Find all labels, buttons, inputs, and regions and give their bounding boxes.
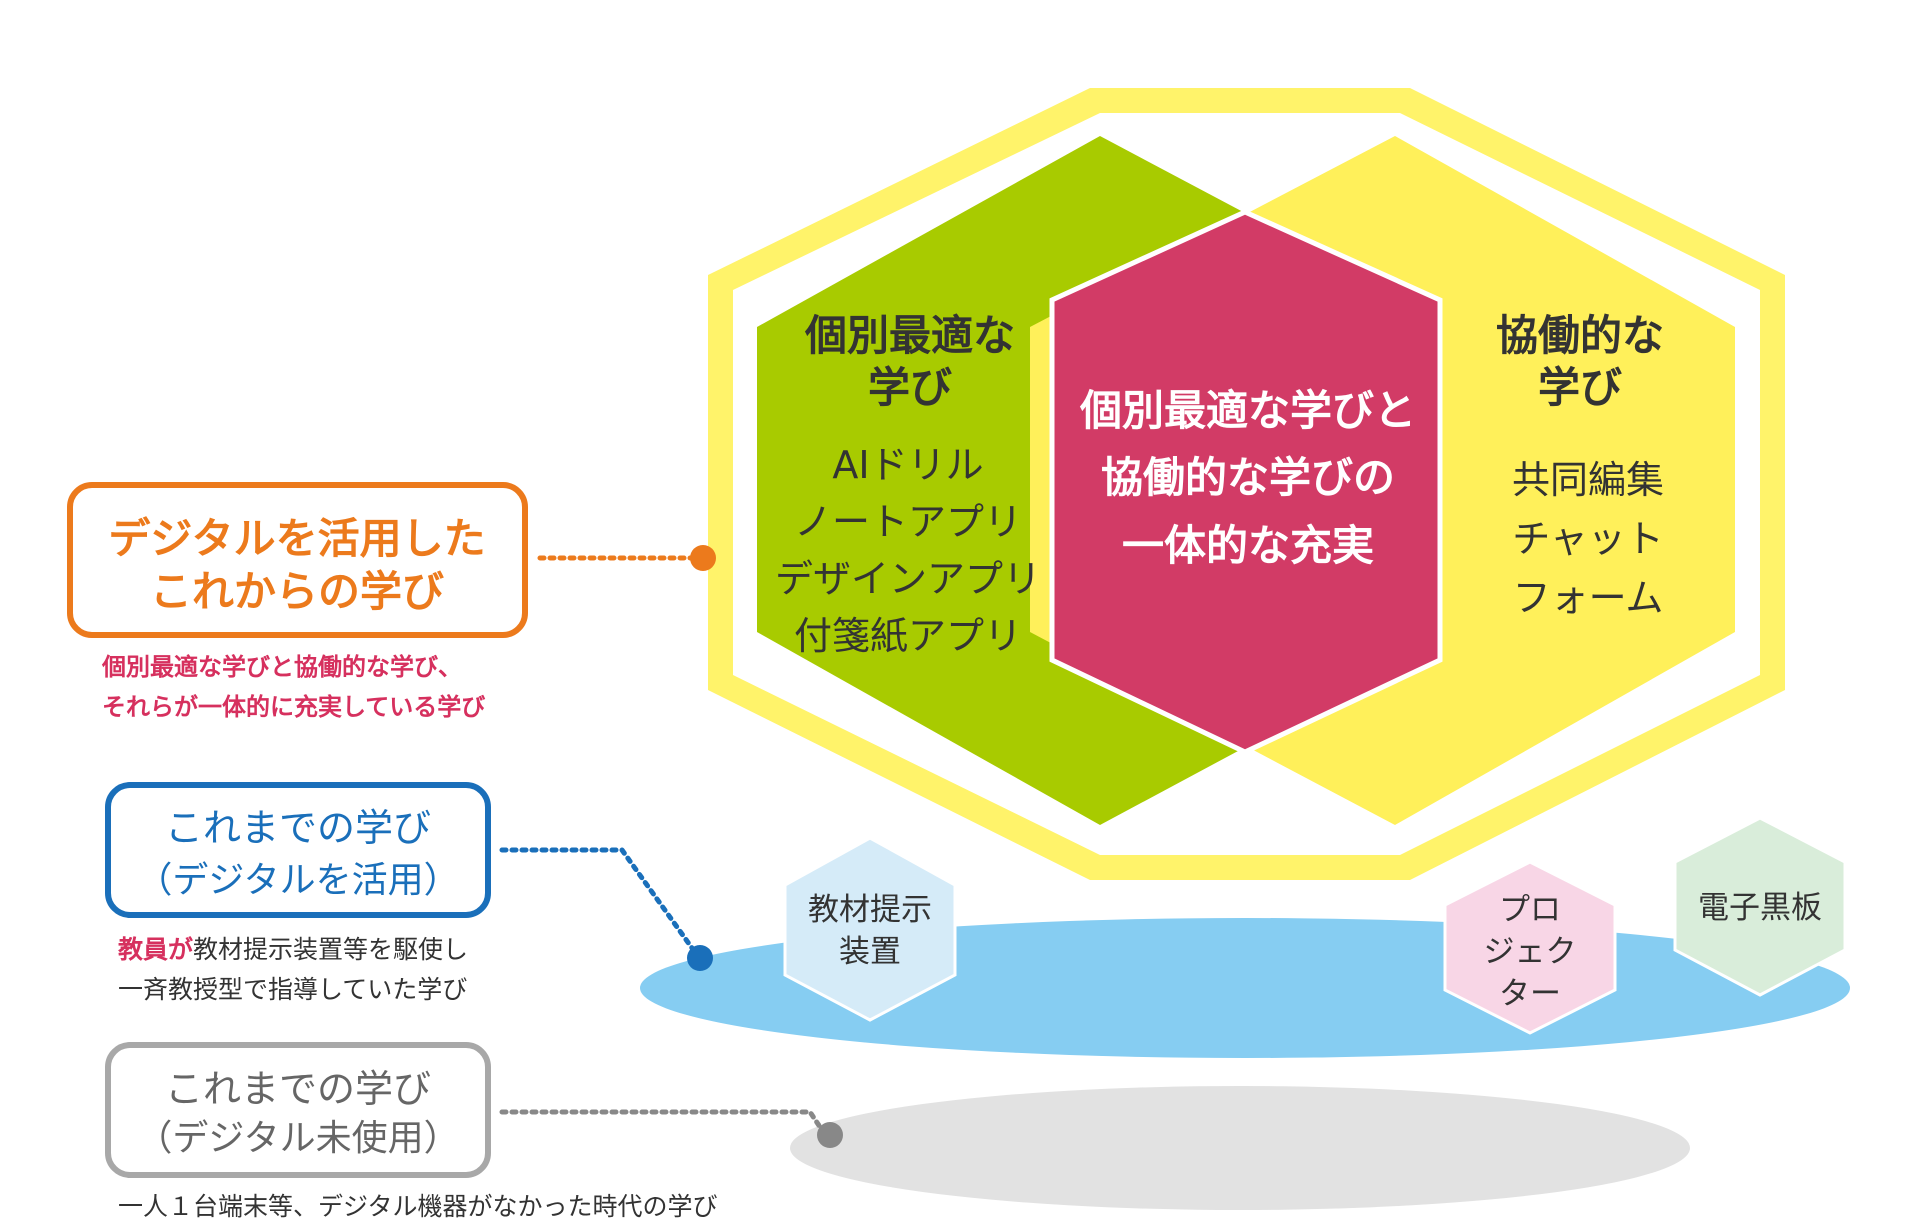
digital-desc-rest: 教材提示装置等を駆使し — [193, 935, 468, 964]
analog-learning-label-1: これまでの学び — [165, 1067, 431, 1111]
analog-learning-label-2: （デジタル未使用） — [136, 1118, 459, 1159]
projector-label-3: ター — [1499, 976, 1561, 1012]
digital-connector — [499, 847, 695, 951]
material-device-label-2: 装置 — [839, 934, 901, 970]
analog-learning-desc: 一人１台端末等、デジタル機器がなかった時代の学び — [118, 1192, 718, 1221]
individual-item-sticky-app: 付箋紙アプリ — [794, 614, 1022, 658]
digital-learning-label-1: これまでの学び — [165, 806, 431, 850]
integrated-learning-line-2: 協働的な学びの — [1101, 453, 1395, 502]
projector-label-1: プロ — [1499, 892, 1561, 928]
individual-item-design-app: デザインアプリ — [775, 557, 1041, 601]
material-device-label-1: 教材提示 — [808, 892, 932, 928]
integrated-learning-line-1: 個別最適な学びと — [1079, 386, 1416, 435]
blackboard-hexagon — [1673, 816, 1847, 997]
future-learning-label-2: これからの学び — [150, 567, 444, 616]
individual-learning-title-2: 学び — [868, 363, 952, 412]
collaborative-item-chat: チャット — [1512, 517, 1664, 561]
digital-desc-emphasis: 教員が — [118, 935, 193, 964]
individual-learning-title-1: 個別最適な — [804, 311, 1015, 360]
integrated-learning-line-3: 一体的な充実 — [1122, 521, 1374, 570]
digital-learning-desc-1: 教員が教材提示装置等を駆使し — [118, 935, 468, 964]
analog-learning-box — [105, 1042, 491, 1178]
future-learning-desc-1: 個別最適な学びと協働的な学び、 — [101, 653, 462, 681]
projector-label-2: ジェク — [1484, 934, 1577, 970]
future-connector-dot — [690, 545, 716, 571]
blackboard-label: 電子黒板 — [1698, 890, 1822, 926]
collaborative-learning-title-1: 協働的な — [1496, 311, 1664, 360]
analog-connector-dot — [817, 1122, 843, 1148]
digital-learning-desc-2: 一斉教授型で指導していた学び — [118, 975, 467, 1004]
material-device-hexagon — [783, 836, 957, 1022]
analog-connector — [499, 1109, 825, 1133]
analog-platform — [790, 1086, 1690, 1210]
individual-item-note-app: ノートアプリ — [794, 500, 1022, 544]
integrated-learning-hexagon — [1049, 209, 1443, 755]
future-learning-label-1: デジタルを活用した — [108, 514, 485, 563]
digital-connector-dot — [687, 945, 713, 971]
digital-learning-label-2: （デジタルを活用） — [136, 860, 459, 901]
digital-learning-box — [105, 782, 491, 918]
future-learning-box — [67, 482, 528, 638]
individual-item-ai-drill: AIドリル — [832, 443, 983, 487]
collaborative-learning-title-2: 学び — [1538, 363, 1622, 412]
collaborative-item-form: フォーム — [1513, 576, 1664, 620]
collaborative-item-co-editing: 共同編集 — [1512, 458, 1664, 502]
future-learning-desc-2: それらが一体的に充実している学び — [102, 693, 485, 721]
projector-hexagon — [1443, 860, 1617, 1035]
